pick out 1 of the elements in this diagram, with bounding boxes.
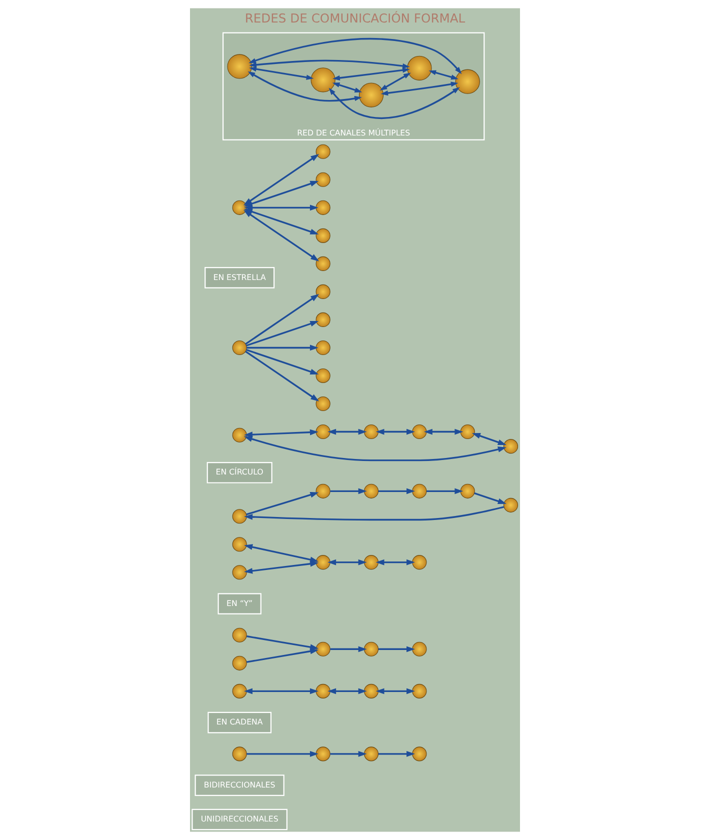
diagram-title: REDES DE COMUNICACIÓN FORMAL	[244, 12, 466, 26]
